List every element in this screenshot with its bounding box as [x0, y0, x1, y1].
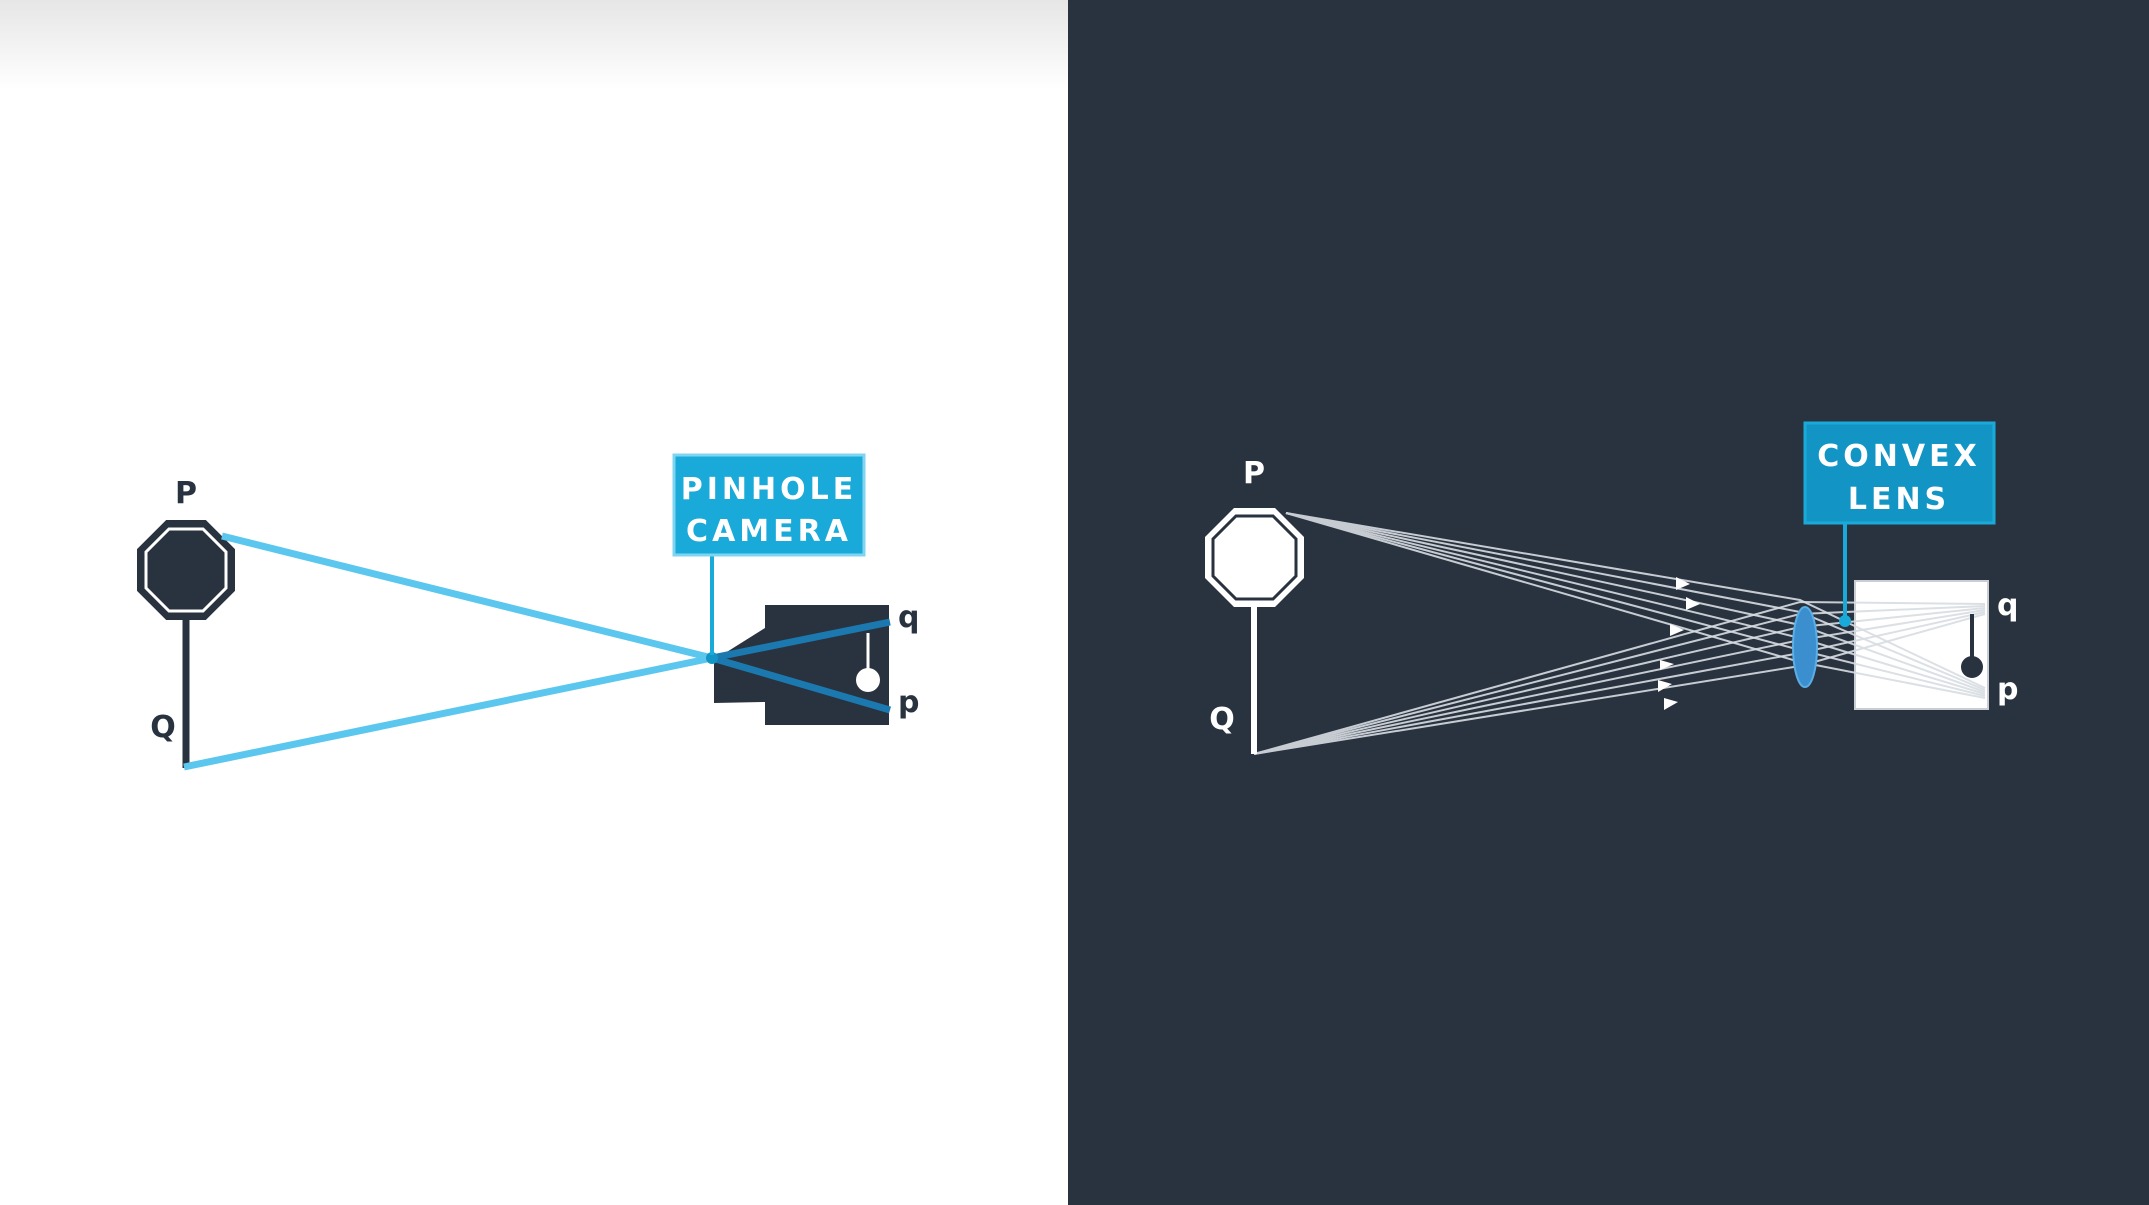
- lens-callout-line1: CONVEX: [1817, 439, 1980, 474]
- lens-object-octagon-inner: [1211, 514, 1298, 601]
- ray-to-p: [711, 654, 891, 714]
- ray-from-Q: [183, 654, 713, 771]
- label-Q: Q: [150, 710, 176, 745]
- pinhole-callout-line1: PINHOLE: [681, 472, 857, 507]
- pinhole-diagram: PINHOLE CAMERA P Q q p: [137, 453, 919, 771]
- pinhole-dot: [706, 652, 718, 664]
- label-q: q: [898, 600, 919, 635]
- convex-lens-diagram: CONVEX LENS P Q q p: [1205, 421, 2018, 755]
- lens-center-dot: [1839, 615, 1851, 627]
- object-octagon-inner: [144, 527, 228, 613]
- ray-to-q: [711, 618, 891, 662]
- pinhole-callout-line2: CAMERA: [686, 514, 852, 549]
- label-P: P: [175, 476, 197, 511]
- lens-inverted-image-octagon: [1961, 656, 1983, 678]
- lens-label-Q: Q: [1209, 702, 1235, 737]
- label-p: p: [898, 685, 919, 720]
- ray-from-P: [221, 532, 713, 662]
- lens-callout-box: [1803, 421, 1996, 525]
- inverted-image-octagon: [856, 668, 880, 692]
- object-octagon-icon: [137, 520, 235, 620]
- convex-lens-icon: [1792, 606, 1818, 688]
- lens-label-q: q: [1997, 588, 2018, 623]
- lens-callout-line2: LENS: [1848, 482, 1950, 517]
- ray-arrowheads: [1658, 577, 1700, 710]
- lens-label-p: p: [1997, 672, 2018, 707]
- lens-label-P: P: [1243, 456, 1265, 491]
- pinhole-callout-box: [672, 453, 866, 557]
- lens-object-octagon-icon: [1205, 508, 1304, 607]
